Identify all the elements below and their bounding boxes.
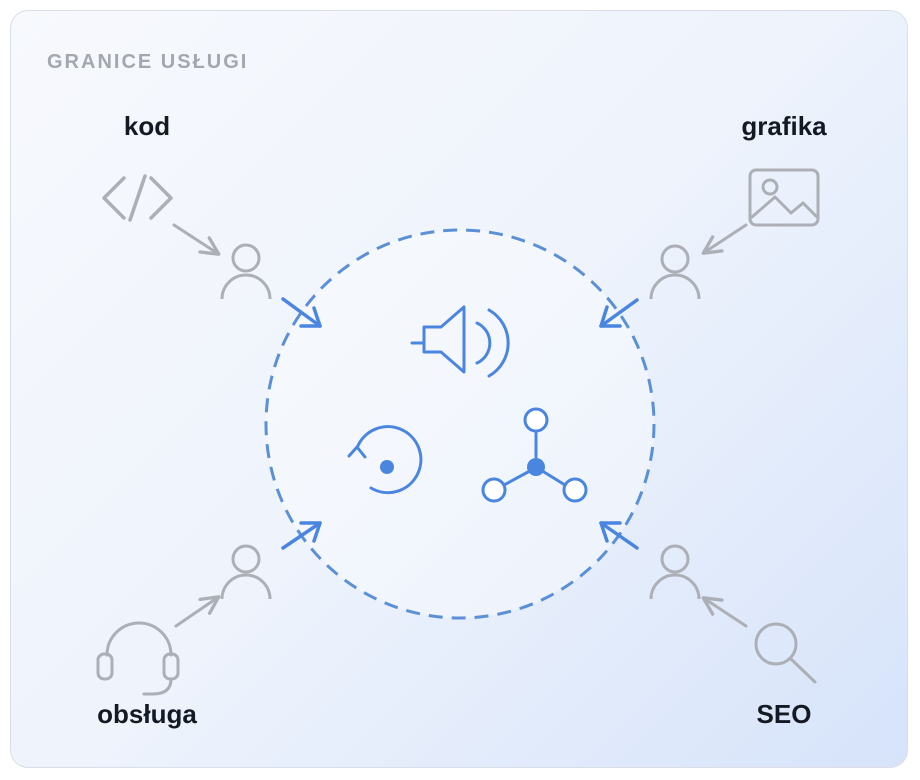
label-code: kod: [123, 111, 171, 141]
boundary-circle: [264, 228, 656, 620]
inbound-arrow-seo: [599, 521, 639, 550]
label-support: obsługa: [97, 699, 197, 729]
person-icon-code: [220, 243, 272, 300]
graphics-to-person-arrow: [701, 223, 748, 255]
refresh-target-icon: [347, 425, 423, 495]
image-icon: [748, 168, 820, 227]
person-icon-support: [220, 544, 272, 600]
code-icon: [102, 174, 173, 222]
person-icon-seo: [649, 544, 701, 600]
speaker-icon: [410, 305, 510, 378]
person-icon-graphics: [649, 244, 701, 300]
network-icon: [481, 407, 588, 503]
seo-to-person-arrow: [701, 596, 748, 628]
boundary-diagram: [96, 168, 820, 696]
headset-icon: [96, 621, 180, 696]
label-seo: SEO: [756, 699, 812, 729]
inbound-arrow-graphics: [599, 298, 639, 328]
code-to-person-arrow: [172, 223, 221, 256]
magnifier-icon: [754, 622, 817, 684]
support-to-person-arrow: [174, 595, 221, 628]
inbound-arrow-support: [281, 521, 322, 550]
section-title: GRANICE USŁUGI: [47, 51, 249, 73]
inbound-arrow-code: [281, 297, 322, 328]
service-boundary-card: GRANICE USŁUGI kod grafika obsługa SEO: [10, 10, 908, 768]
label-graphics: grafika: [741, 111, 827, 141]
